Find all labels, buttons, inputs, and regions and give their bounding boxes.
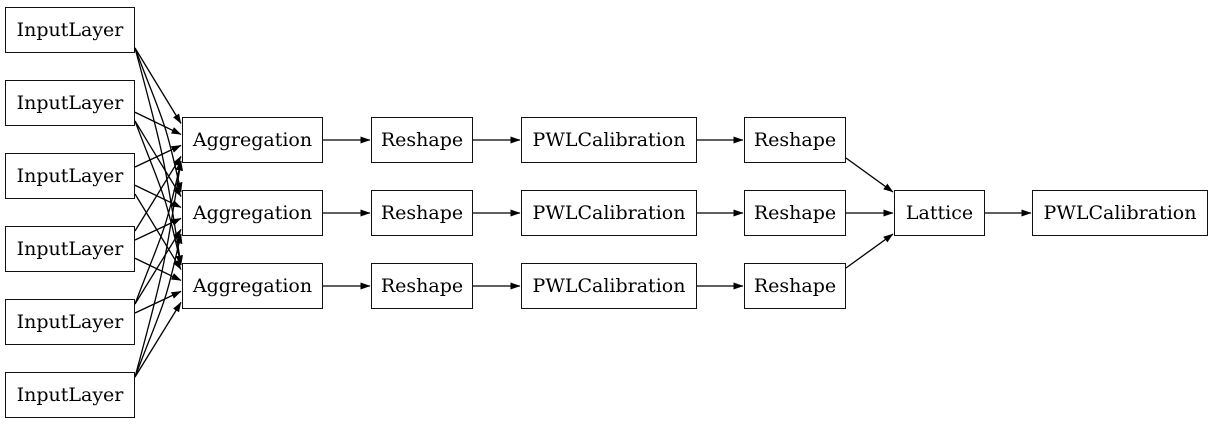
node-label: InputLayer [16,18,124,41]
node-input-1: InputLayer [5,7,135,53]
node-reshape-3b: Reshape [744,263,846,309]
node-aggregation-2: Aggregation [182,190,323,236]
edge-input-5-to-aggregation-3 [134,290,182,314]
node-label: Aggregation [192,274,313,297]
edge-input-5-to-aggregation-2 [134,228,182,305]
edge-input-4-to-aggregation-1 [134,155,182,232]
edge-input-5-to-aggregation-1 [134,160,183,305]
node-label: Reshape [380,274,464,297]
edge-input-3-to-aggregation-3 [134,193,182,270]
edge-input-1-to-aggregation-2 [134,47,183,193]
node-label: InputLayer [16,164,124,187]
node-label: Reshape [753,201,837,224]
edge-input-3-to-aggregation-1 [134,144,182,168]
edge-input-6-to-aggregation-3 [134,301,182,378]
edge-input-4-to-aggregation-3 [134,257,182,282]
node-pwlcalibration-2: PWLCalibration [521,190,697,236]
node-label: Reshape [380,201,464,224]
node-label: PWLCalibration [532,201,686,224]
edge-input-2-to-aggregation-1 [134,111,182,136]
node-label: PWLCalibration [532,128,686,151]
node-label: InputLayer [16,237,124,260]
edge-reshape-3b-to-lattice [845,233,894,269]
edge-reshape-1b-to-lattice [845,157,894,193]
node-reshape-2b: Reshape [744,190,846,236]
node-reshape-2a: Reshape [371,190,473,236]
node-label: Lattice [905,201,974,224]
node-input-4: InputLayer [5,226,135,272]
node-label: Aggregation [192,201,313,224]
node-pwlcalibration-3: PWLCalibration [521,263,697,309]
node-lattice: Lattice [894,190,985,236]
edge-input-6-to-aggregation-1 [134,160,183,378]
node-pwlcalibration-1: PWLCalibration [521,117,697,163]
node-input-6: InputLayer [5,372,135,418]
node-pwlcalibration-out: PWLCalibration [1032,190,1208,236]
node-label: Reshape [380,128,464,151]
node-label: InputLayer [16,310,124,333]
node-reshape-1b: Reshape [744,117,846,163]
node-aggregation-3: Aggregation [182,263,323,309]
node-reshape-3a: Reshape [371,263,473,309]
node-input-5: InputLayer [5,299,135,345]
node-aggregation-1: Aggregation [182,117,323,163]
edge-input-4-to-aggregation-2 [134,217,182,241]
node-label: Reshape [753,274,837,297]
node-label: InputLayer [16,91,124,114]
node-label: PWLCalibration [532,274,686,297]
node-label: PWLCalibration [1043,201,1197,224]
node-input-3: InputLayer [5,153,135,199]
edge-input-6-to-aggregation-2 [134,233,183,378]
node-label: InputLayer [16,383,124,406]
node-label: Aggregation [192,128,313,151]
node-reshape-1a: Reshape [371,117,473,163]
edge-input-1-to-aggregation-1 [134,47,182,124]
edge-input-2-to-aggregation-2 [134,120,182,197]
node-input-2: InputLayer [5,80,135,126]
edge-input-3-to-aggregation-2 [134,184,182,209]
node-label: Reshape [753,128,837,151]
